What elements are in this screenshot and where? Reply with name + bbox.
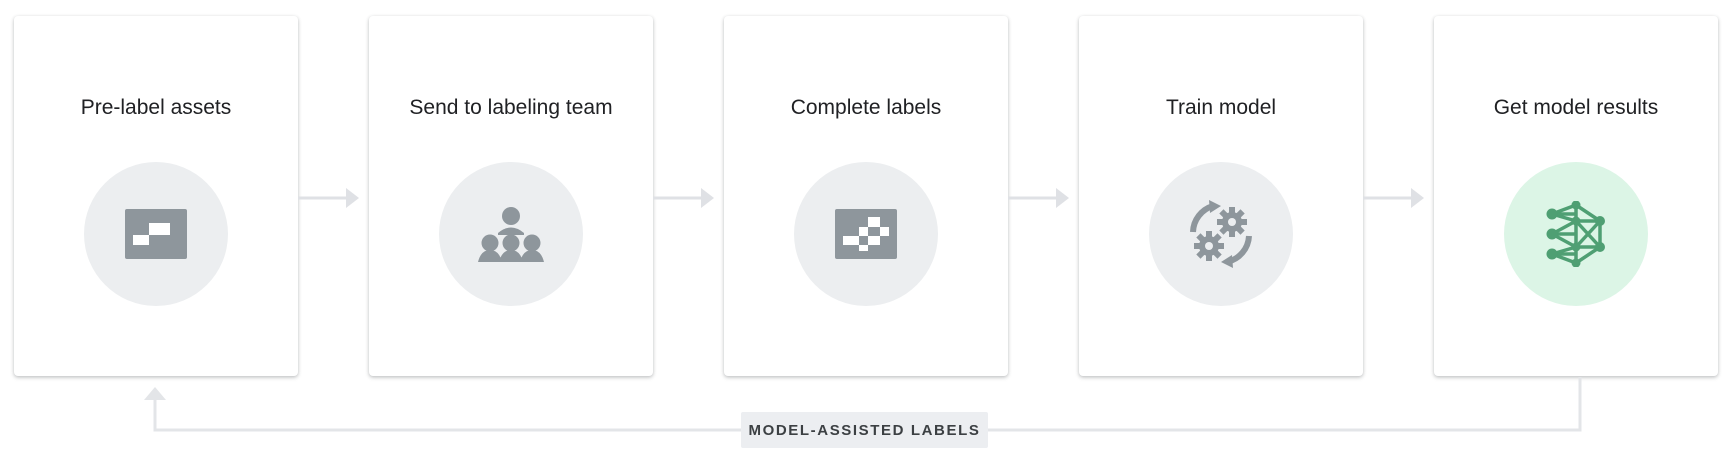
step-card-pre-label-assets: Pre-label assets <box>14 16 298 376</box>
step-title: Complete labels <box>790 96 942 119</box>
icon-circle <box>84 162 228 306</box>
model-assisted-labels-badge: MODEL-ASSISTED LABELS <box>741 412 988 448</box>
icon-circle <box>1504 162 1648 306</box>
step-title: Train model <box>1165 96 1277 119</box>
step-card-train-model: Train model <box>1079 16 1363 376</box>
icon-circle <box>1149 162 1293 306</box>
neural-network-icon <box>1544 201 1608 267</box>
flow-arrow <box>1008 188 1069 208</box>
step-title: Get model results <box>1493 96 1659 119</box>
icon-circle <box>794 162 938 306</box>
step-title: Send to labeling team <box>409 96 613 119</box>
team-icon <box>478 206 544 262</box>
step-card-get-model-results: Get model results <box>1434 16 1718 376</box>
step-card-send-to-labeling-team: Send to labeling team <box>369 16 653 376</box>
icon-circle <box>439 162 583 306</box>
gears-cycle-icon <box>1183 196 1259 272</box>
flow-arrow <box>298 188 359 208</box>
step-title: Pre-label assets <box>80 96 232 119</box>
flow-arrow <box>1363 188 1424 208</box>
step-card-complete-labels: Complete labels <box>724 16 1008 376</box>
labeled-image-icon <box>835 209 897 259</box>
labeled-image-icon <box>125 209 187 259</box>
flow-arrow <box>653 188 714 208</box>
